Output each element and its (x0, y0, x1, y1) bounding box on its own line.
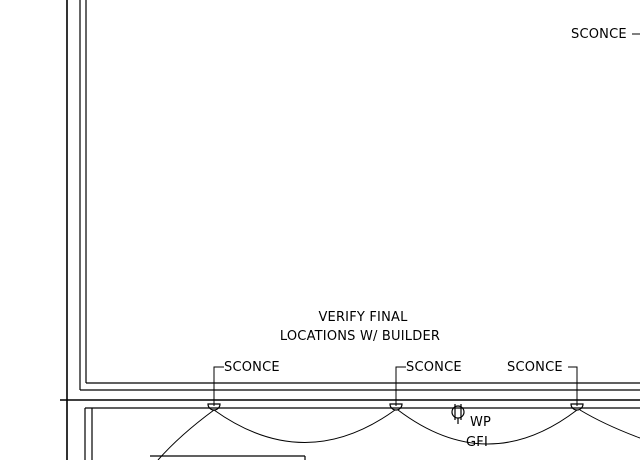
lower-room-walls (66, 400, 640, 460)
sconce-fixture-3: SCONCE (507, 360, 584, 411)
sconce-fixture-1: SCONCE (207, 360, 280, 411)
sconce-label: SCONCE (507, 360, 563, 375)
wall-sconce-icon (207, 403, 221, 411)
bottom-wall (60, 382, 640, 401)
note-line-2: LOCATIONS W/ BUILDER (280, 329, 440, 344)
sconce-label: SCONCE (224, 360, 280, 375)
wp-gfi-outlet: WP GFI (451, 404, 491, 450)
sconce-fixture-4: SCONCE (571, 27, 640, 42)
builder-note: VERIFY FINAL LOCATIONS W/ BUILDER (280, 310, 440, 344)
outlet-label-gfi: GFI (466, 435, 488, 450)
wall-sconce-icon (570, 403, 584, 411)
sconce-fixture-2: SCONCE (389, 360, 462, 411)
note-line-1: VERIFY FINAL (318, 310, 408, 325)
duplex-outlet-icon (451, 404, 465, 424)
wall-sconce-icon (389, 403, 403, 411)
switch-leg-arcs (157, 409, 640, 460)
outlet-label-wp: WP (470, 415, 491, 430)
sconce-label: SCONCE (406, 360, 462, 375)
sconce-label: SCONCE (571, 27, 627, 42)
left-wall (66, 0, 87, 400)
